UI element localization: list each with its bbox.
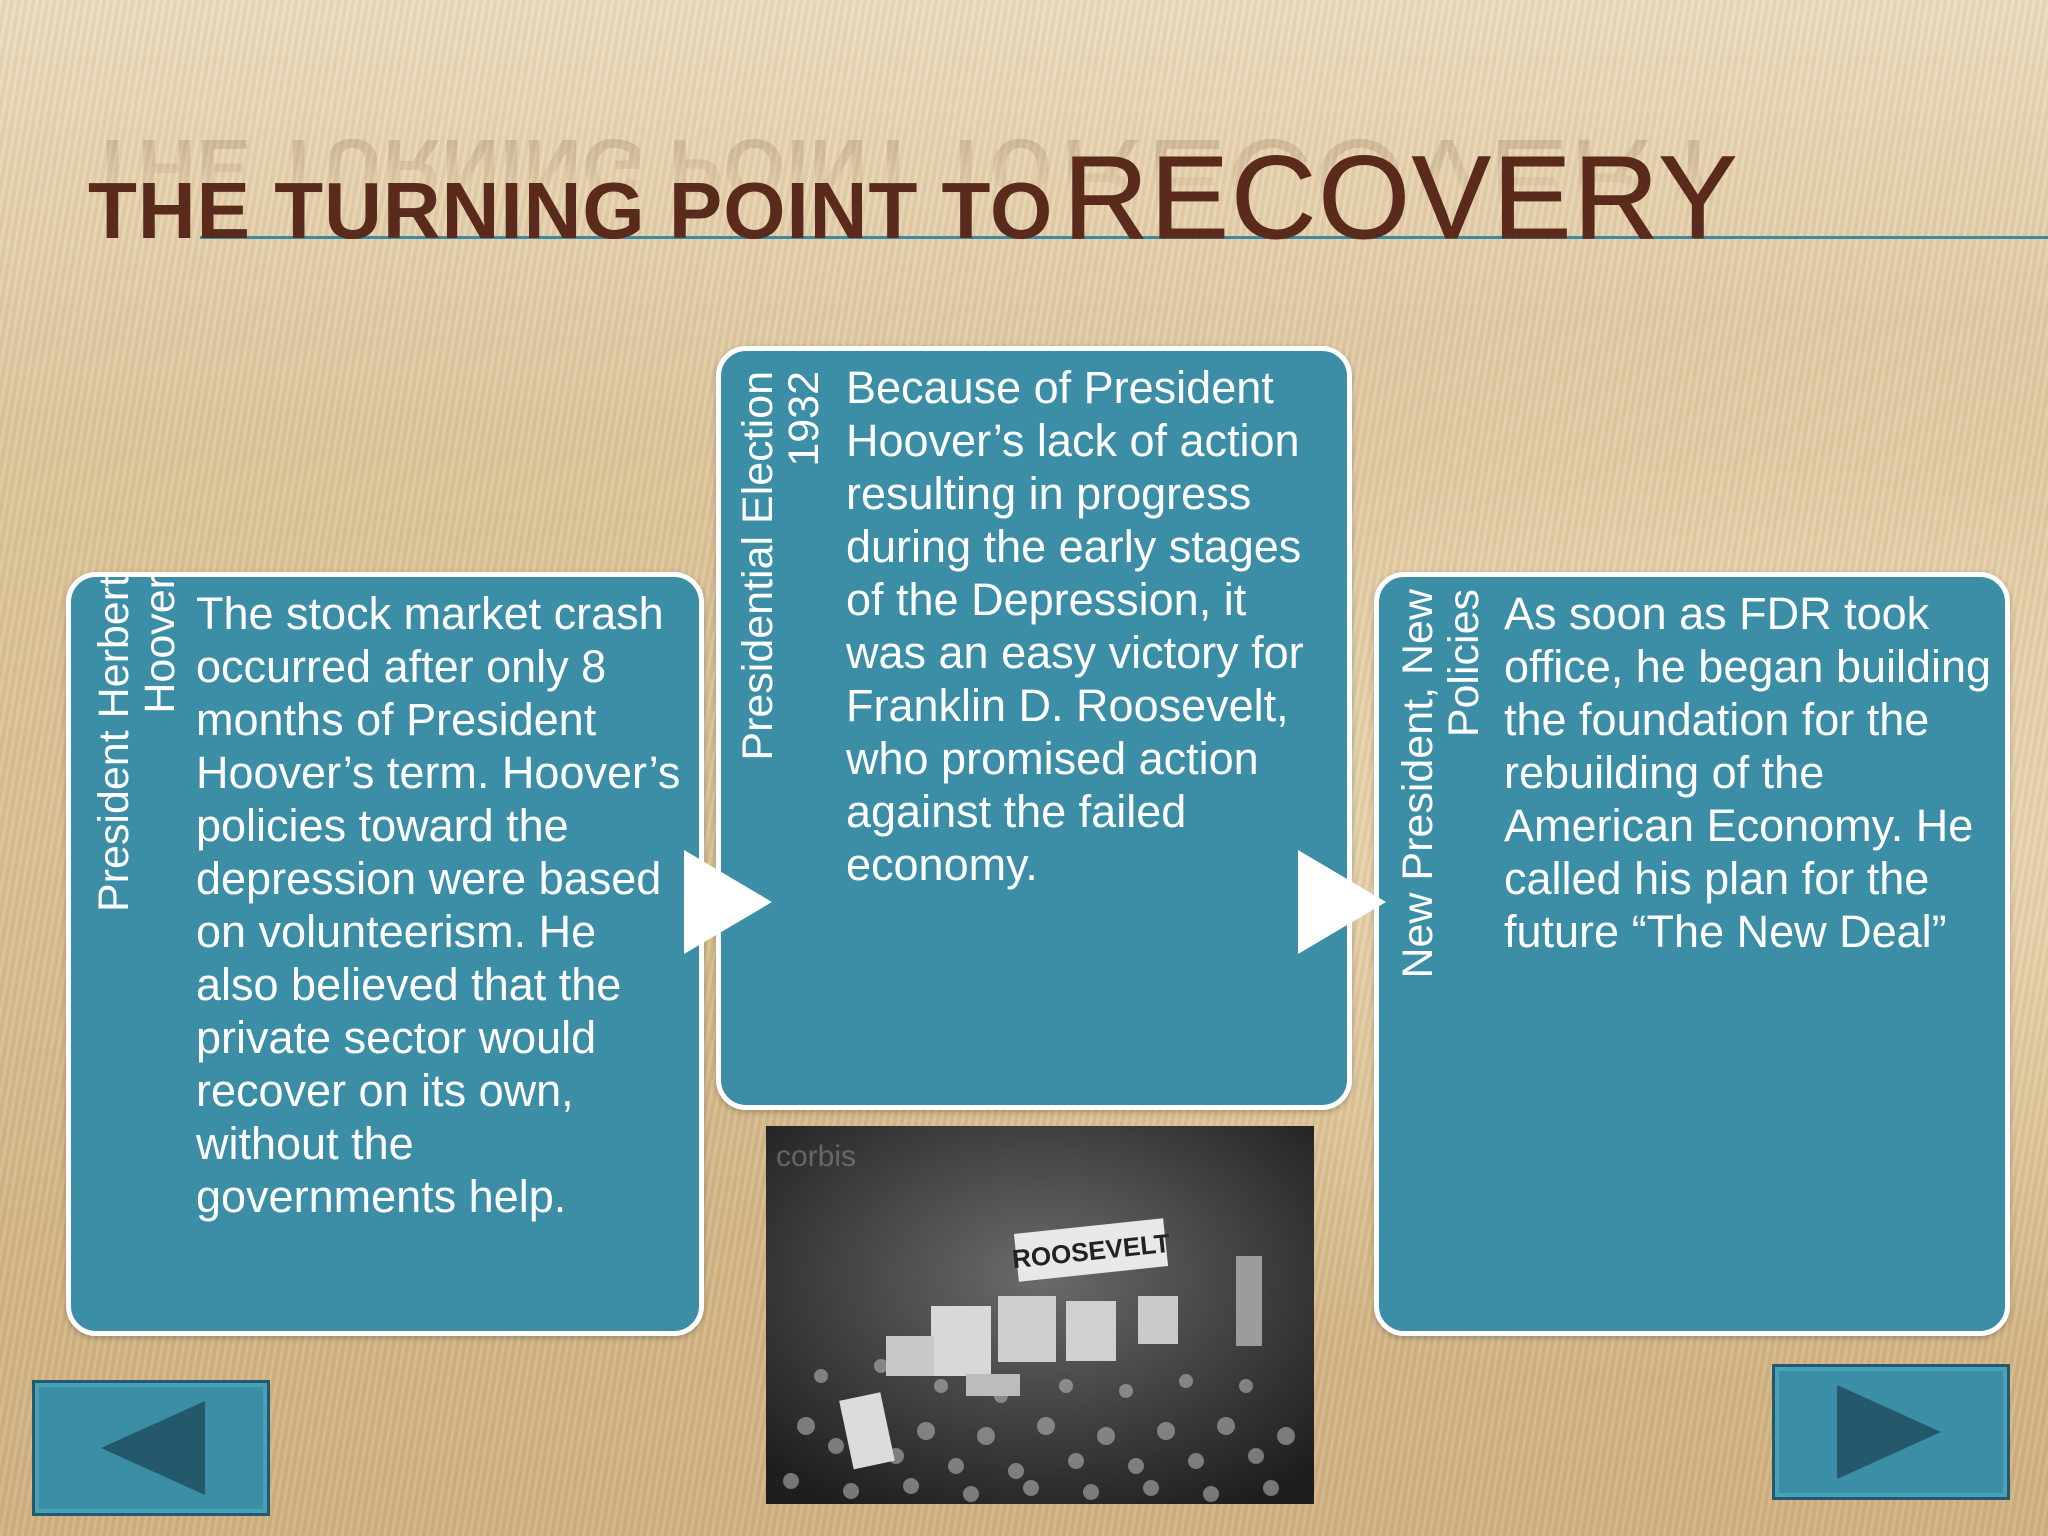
flow-arrow-2 <box>1298 850 1386 954</box>
reflection-prefix: THE TURNING POINT TO <box>88 123 1054 212</box>
prev-slide-button[interactable] <box>32 1380 270 1516</box>
flow-arrow-1 <box>684 850 772 954</box>
card-hoover-label: President Herbert Hoover <box>90 575 184 912</box>
next-slide-button[interactable] <box>1772 1364 2010 1500</box>
card-election-label: Presidential Election 1932 <box>734 371 828 761</box>
card-new-policies-text: As soon as FDR took office, he began bui… <box>1504 588 1992 957</box>
card-election: Presidential Election 1932 Because of Pr… <box>716 346 1352 1110</box>
card-new-policies: New President, New Policies As soon as F… <box>1374 572 2010 1336</box>
title-prefix: THE TURNING POINT TO <box>88 166 1054 255</box>
reflection-emphasis: RECOVERY <box>1058 114 1735 246</box>
card-hoover: President Herbert Hoover The stock marke… <box>66 572 704 1336</box>
convention-photo: ROOSEVELT corbis <box>766 1126 1314 1504</box>
title-reflection: THE TURNING POINT TO RECOVERY <box>88 112 1735 248</box>
card-election-text: Because of President Hoover’s lack of ac… <box>846 362 1304 890</box>
card-new-policies-label: New President, New Policies <box>1394 589 1488 979</box>
photo-watermark: corbis <box>776 1140 856 1173</box>
card-hoover-text: The stock market crash occurred after on… <box>196 588 681 1222</box>
convention-photo-image: ROOSEVELT corbis <box>766 1126 1314 1504</box>
triangle-right-icon <box>1837 1385 1941 1479</box>
slide-title: THE TURNING POINT TO RECOVERY <box>88 130 1739 266</box>
title-underline <box>200 236 2048 239</box>
title-emphasis: RECOVERY <box>1063 132 1740 265</box>
triangle-left-icon <box>101 1401 205 1495</box>
